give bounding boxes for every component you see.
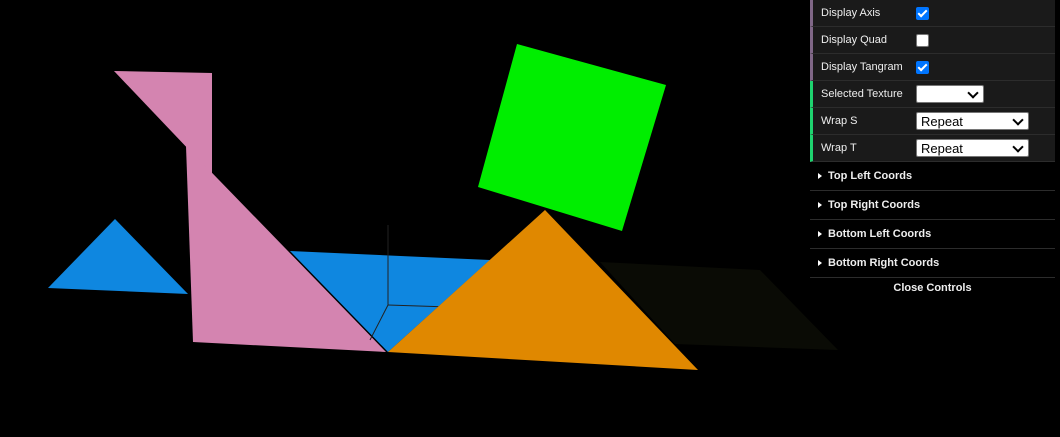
display-quad-row[interactable]: Display Quad: [810, 27, 1055, 54]
wrap-t-value: Repeat: [921, 140, 963, 156]
triangle-right-icon: [818, 260, 822, 266]
axis-z: [369, 304, 389, 341]
folder-top-left-label: Top Left Coords: [828, 170, 913, 182]
selected-texture-select[interactable]: [916, 85, 984, 103]
wrap-t-label: Wrap T: [821, 142, 857, 154]
wrap-t-row[interactable]: Wrap T Repeat: [810, 135, 1055, 162]
tangram-large-orange-triangle: [388, 210, 698, 370]
chevron-down-icon: [967, 86, 979, 99]
folder-bottom-left-coords[interactable]: Bottom Left Coords: [810, 220, 1055, 249]
folder-bottom-right-coords[interactable]: Bottom Right Coords: [810, 249, 1055, 278]
display-tangram-label: Display Tangram: [821, 61, 903, 73]
controls-panel: Display Axis Display Quad Display Tangra…: [810, 0, 1055, 298]
dark-quad: [600, 262, 838, 350]
folder-top-right-label: Top Right Coords: [828, 199, 921, 211]
wrap-t-select[interactable]: Repeat: [916, 139, 1029, 157]
wrap-s-select[interactable]: Repeat: [916, 112, 1029, 130]
display-quad-checkbox[interactable]: [916, 33, 929, 47]
chevron-down-icon: [1012, 140, 1024, 153]
wrap-s-value: Repeat: [921, 113, 963, 129]
selected-texture-row[interactable]: Selected Texture: [810, 81, 1055, 108]
folder-top-left-coords[interactable]: Top Left Coords: [810, 162, 1055, 191]
triangle-right-icon: [818, 231, 822, 237]
chevron-down-icon: [1012, 113, 1024, 126]
folder-bottom-left-label: Bottom Left Coords: [828, 228, 932, 240]
tangram-small-triangle: [48, 219, 188, 294]
display-axis-row[interactable]: Display Axis: [810, 0, 1055, 27]
display-quad-label: Display Quad: [821, 34, 888, 46]
selected-texture-label: Selected Texture: [821, 88, 903, 100]
tangram-large-pink-triangle: [186, 146, 386, 352]
triangle-right-icon: [818, 173, 822, 179]
wrap-s-row[interactable]: Wrap S Repeat: [810, 108, 1055, 135]
display-axis-checkbox[interactable]: [916, 6, 929, 20]
close-controls-button[interactable]: Close Controls: [810, 278, 1055, 298]
display-axis-label: Display Axis: [821, 7, 881, 19]
tangram-square: [478, 44, 666, 231]
display-tangram-row[interactable]: Display Tangram: [810, 54, 1055, 81]
display-tangram-checkbox[interactable]: [916, 60, 929, 74]
triangle-right-icon: [818, 202, 822, 208]
folder-top-right-coords[interactable]: Top Right Coords: [810, 191, 1055, 220]
folder-bottom-right-label: Bottom Right Coords: [828, 257, 940, 269]
wrap-s-label: Wrap S: [821, 115, 858, 127]
tangram-parallelogram: [290, 251, 490, 352]
